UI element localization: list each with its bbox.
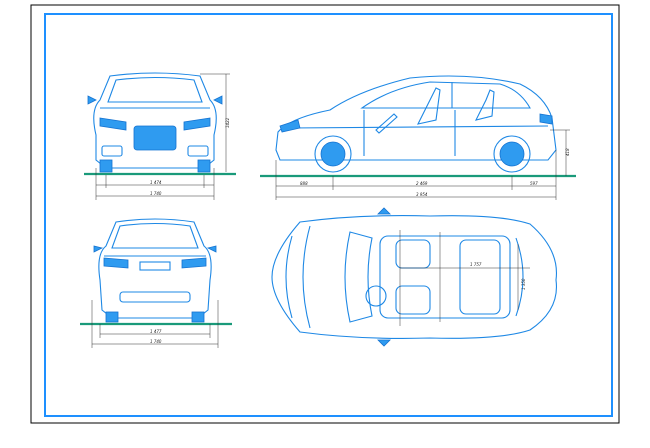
front-body	[93, 72, 217, 169]
front-view: 1 474 1 740 1422	[84, 72, 236, 200]
front-mirror-left	[87, 95, 97, 105]
side-window	[360, 81, 531, 109]
side-body	[275, 75, 557, 161]
rear-window	[111, 222, 199, 249]
front-overall-width-label: 1 740	[150, 191, 162, 196]
front-height-label: 1422	[225, 117, 230, 128]
side-height-label: 418	[565, 148, 570, 156]
top-interior-length-label: 1 757	[470, 262, 482, 267]
front-headlight-right	[183, 117, 211, 131]
front-grille	[133, 125, 177, 151]
side-overall-length-label: 3 954	[416, 192, 428, 197]
front-windshield	[107, 76, 203, 103]
side-rear-wheel	[493, 135, 531, 173]
rear-view: 1 477 1 740	[80, 218, 232, 348]
rear-taillight-right	[181, 257, 207, 269]
rear-taillight-left	[103, 257, 129, 269]
top-windshield	[344, 231, 373, 323]
side-wheelbase-label: 2 469	[416, 181, 428, 186]
top-view: 1 757 1 350	[271, 207, 558, 347]
rear-track-width-label: 1 477	[150, 329, 162, 334]
top-seat-front-right	[395, 285, 431, 315]
side-front-overhang-label: 888	[300, 181, 308, 186]
top-body	[271, 215, 558, 339]
outer-border	[30, 4, 620, 424]
inner-border	[44, 13, 613, 417]
front-track-width-label: 1 474	[150, 180, 162, 185]
side-view: 888 2 469 597 3 954 418	[260, 75, 576, 200]
rear-body	[98, 218, 212, 319]
side-front-wheel	[314, 135, 352, 173]
top-interior-width-label: 1 350	[521, 278, 526, 290]
top-seat-rear	[459, 239, 501, 315]
front-headlight-left	[99, 117, 127, 131]
side-rear-overhang-label: 597	[530, 181, 538, 186]
front-mirror-right	[213, 95, 223, 105]
rear-overall-width-label: 1 740	[150, 339, 162, 344]
top-seat-front-left	[395, 239, 431, 269]
